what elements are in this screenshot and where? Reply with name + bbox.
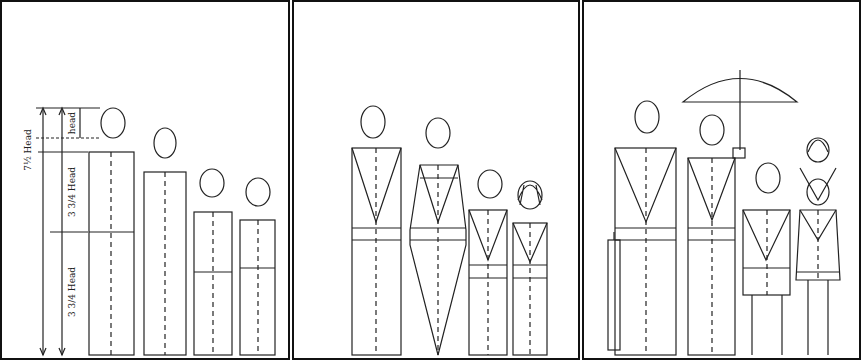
rect-stroke bbox=[608, 240, 620, 350]
line-stroke bbox=[257, 220, 258, 355]
line-stroke bbox=[807, 280, 808, 355]
line-stroke bbox=[645, 148, 646, 355]
rect-stroke bbox=[688, 158, 735, 355]
polygon-stroke bbox=[796, 210, 840, 280]
line-stroke bbox=[513, 264, 547, 265]
line-stroke bbox=[164, 172, 165, 355]
line-stroke bbox=[529, 223, 530, 355]
polyline-stroke bbox=[420, 165, 458, 222]
polyline-stroke bbox=[59, 348, 65, 355]
line-stroke bbox=[827, 280, 828, 355]
polyline-stroke bbox=[469, 210, 507, 260]
line-stroke bbox=[796, 271, 840, 272]
line-stroke bbox=[194, 271, 232, 272]
polyline-stroke bbox=[40, 348, 46, 355]
ellipse-stroke bbox=[700, 115, 724, 145]
line-stroke bbox=[50, 231, 88, 232]
line-stroke bbox=[89, 231, 134, 232]
ellipse-stroke bbox=[200, 169, 224, 197]
line-stroke bbox=[711, 158, 712, 355]
line-stroke bbox=[352, 227, 401, 228]
dimension-label: 3 3/4 Head bbox=[67, 266, 77, 318]
polyline-stroke bbox=[59, 108, 65, 115]
rect-stroke bbox=[1, 1, 289, 359]
polyline-stroke bbox=[40, 108, 46, 115]
ellipse-stroke bbox=[756, 163, 780, 193]
line-stroke bbox=[766, 210, 767, 295]
rect-stroke bbox=[615, 148, 676, 355]
line-stroke bbox=[36, 107, 100, 108]
line-stroke bbox=[212, 212, 213, 355]
polyline-stroke bbox=[743, 210, 790, 260]
rect-stroke bbox=[733, 148, 745, 158]
line-stroke bbox=[437, 165, 438, 355]
line-stroke bbox=[42, 110, 43, 355]
panel-one-figures bbox=[89, 108, 275, 355]
ellipse-stroke bbox=[426, 118, 450, 148]
ellipse-stroke bbox=[518, 181, 542, 209]
path-stroke bbox=[808, 140, 828, 152]
rect-stroke bbox=[743, 210, 790, 295]
ellipse-stroke bbox=[478, 170, 502, 198]
ellipse-stroke bbox=[101, 108, 125, 138]
polyline-stroke bbox=[781, 295, 782, 355]
ellipse-stroke bbox=[807, 138, 829, 162]
line-stroke bbox=[688, 227, 735, 228]
line-stroke bbox=[615, 227, 676, 228]
line-stroke bbox=[420, 177, 458, 178]
rect-stroke bbox=[293, 1, 579, 359]
panel-two-figures bbox=[352, 106, 547, 355]
line-stroke bbox=[613, 232, 614, 240]
rect-stroke bbox=[89, 152, 134, 355]
rect-stroke bbox=[194, 212, 232, 355]
line-stroke bbox=[38, 151, 88, 152]
line-stroke bbox=[375, 148, 376, 355]
rect-stroke bbox=[240, 220, 275, 355]
line-stroke bbox=[36, 137, 100, 138]
line-stroke bbox=[110, 152, 111, 355]
ellipse-stroke bbox=[635, 101, 659, 133]
panel-three-figures bbox=[608, 70, 840, 355]
dimension-label: 3 3/4 Head bbox=[67, 166, 77, 218]
rect-stroke bbox=[469, 210, 507, 355]
dimension-label: head bbox=[67, 111, 77, 135]
polyline-stroke bbox=[800, 168, 836, 200]
rect-stroke bbox=[513, 223, 547, 355]
line-stroke bbox=[739, 70, 740, 150]
ellipse-stroke bbox=[361, 106, 385, 138]
dimension-label: 7½ Head bbox=[23, 128, 33, 172]
line-stroke bbox=[79, 108, 80, 138]
polyline-stroke bbox=[751, 295, 752, 355]
ellipse-stroke bbox=[154, 128, 176, 158]
line-stroke bbox=[817, 210, 818, 280]
polygon-stroke bbox=[410, 165, 466, 355]
rect-stroke bbox=[352, 148, 401, 355]
ellipse-stroke bbox=[246, 178, 270, 206]
rect-stroke bbox=[583, 1, 860, 359]
path-stroke bbox=[518, 185, 542, 205]
line-stroke bbox=[487, 210, 488, 355]
rect-stroke bbox=[144, 172, 186, 355]
